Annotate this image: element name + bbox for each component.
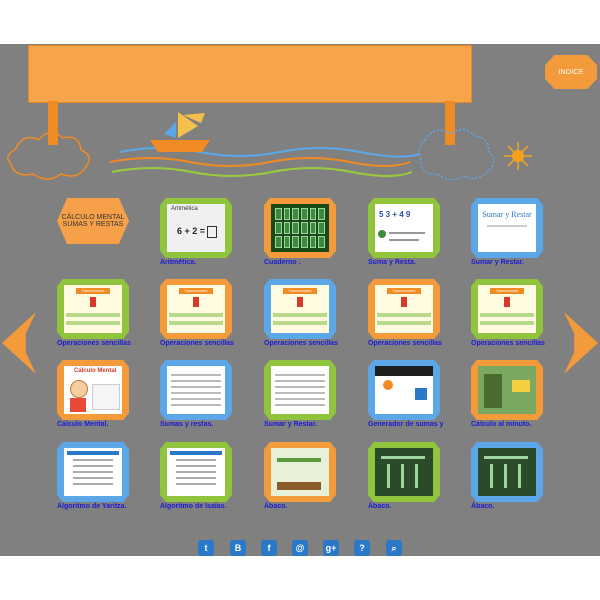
- activity-tile[interactable]: Ábaco.: [471, 442, 543, 510]
- tile-caption[interactable]: Ábaco.: [471, 503, 495, 510]
- tile-thumbnail: [375, 448, 433, 496]
- facebook-icon[interactable]: f: [261, 540, 277, 556]
- tile-caption[interactable]: Cálculo al minuto.: [471, 421, 532, 428]
- section-label-line1: CÁLCULO MENTAL: [61, 214, 125, 221]
- activity-tile[interactable]: Sumas y restas.: [160, 360, 232, 428]
- twitter-icon[interactable]: t: [198, 540, 214, 556]
- tile-caption[interactable]: Ábaco.: [368, 503, 392, 510]
- activity-tile[interactable]: Algoritmo de Yaritza.: [57, 442, 129, 510]
- tile-caption[interactable]: Operaciones sencillas: [264, 340, 338, 347]
- tile-thumbnail: [64, 448, 122, 496]
- tile-thumbnail: Operaciones: [375, 285, 433, 333]
- activity-tile[interactable]: Sumar y Restar.: [264, 360, 336, 428]
- googleplus-icon[interactable]: g+: [323, 540, 339, 556]
- tile-thumbnail: 5 3 + 4 9: [375, 204, 433, 252]
- tile-thumbnail: [478, 448, 536, 496]
- tile-caption[interactable]: Sumar y Restar.: [471, 259, 524, 266]
- tile-caption[interactable]: Operaciones sencillas: [160, 340, 234, 347]
- activity-tile[interactable]: Algoritmo de Isaías.: [160, 442, 232, 510]
- tile-thumbnail: [167, 366, 225, 414]
- tile-caption[interactable]: Algoritmo de Isaías.: [160, 503, 227, 510]
- tile-caption[interactable]: Suma y Resta.: [368, 259, 416, 266]
- activity-tile[interactable]: Cálculo al minuto.: [471, 360, 543, 428]
- tile-thumbnail: [167, 448, 225, 496]
- email-icon[interactable]: @: [292, 540, 308, 556]
- tile-caption[interactable]: Cálculo Mental.: [57, 421, 109, 428]
- blogger-icon[interactable]: B: [230, 540, 246, 556]
- tile-caption[interactable]: Operaciones sencillas: [471, 340, 545, 347]
- section-label: CÁLCULO MENTAL SUMAS Y RESTAS: [57, 198, 129, 244]
- help-icon[interactable]: ?: [354, 540, 370, 556]
- indice-button[interactable]: INDICE: [545, 55, 597, 89]
- activity-tile[interactable]: 5 3 + 4 9 Suma y Resta.: [368, 198, 440, 266]
- tile-caption[interactable]: Cuaderno .: [264, 259, 301, 266]
- tile-thumbnail: Operaciones: [271, 285, 329, 333]
- tile-thumbnail: Operaciones: [478, 285, 536, 333]
- tile-thumbnail: Operaciones: [64, 285, 122, 333]
- tile-caption[interactable]: Sumar y Restar.: [264, 421, 317, 428]
- activity-tile[interactable]: Ábaco.: [368, 442, 440, 510]
- banner-post-left: [48, 101, 58, 145]
- tile-caption[interactable]: Operaciones sencillas: [368, 340, 442, 347]
- activity-tile[interactable]: Generador de sumas y: [368, 360, 443, 428]
- tile-thumbnail: [271, 366, 329, 414]
- tile-thumbnail: [478, 366, 536, 414]
- tile-caption[interactable]: Algoritmo de Yaritza.: [57, 503, 127, 510]
- tile-caption[interactable]: Ábaco.: [264, 503, 288, 510]
- tile-thumbnail: Sumar y Restar: [478, 204, 536, 252]
- banner-post-right: [445, 101, 455, 145]
- tile-caption[interactable]: Generador de sumas y: [368, 421, 444, 428]
- activity-tile[interactable]: Ábaco.: [264, 442, 336, 510]
- tile-thumbnail: Cálculo Mental: [64, 366, 122, 414]
- activity-tile[interactable]: Cuaderno .: [264, 198, 336, 266]
- tile-caption[interactable]: Sumas y restas.: [160, 421, 214, 428]
- search-icon[interactable]: ⌕: [386, 540, 402, 556]
- tile-caption[interactable]: Aritmética.: [160, 259, 197, 266]
- header-banner: [28, 45, 472, 103]
- tile-thumbnail: [271, 204, 329, 252]
- tile-thumbnail: Operaciones: [167, 285, 225, 333]
- section-label-line2: SUMAS Y RESTAS: [62, 221, 124, 228]
- tile-thumbnail: [271, 448, 329, 496]
- tile-thumbnail: [375, 366, 433, 414]
- tile-caption[interactable]: Operaciones sencillas: [57, 340, 131, 347]
